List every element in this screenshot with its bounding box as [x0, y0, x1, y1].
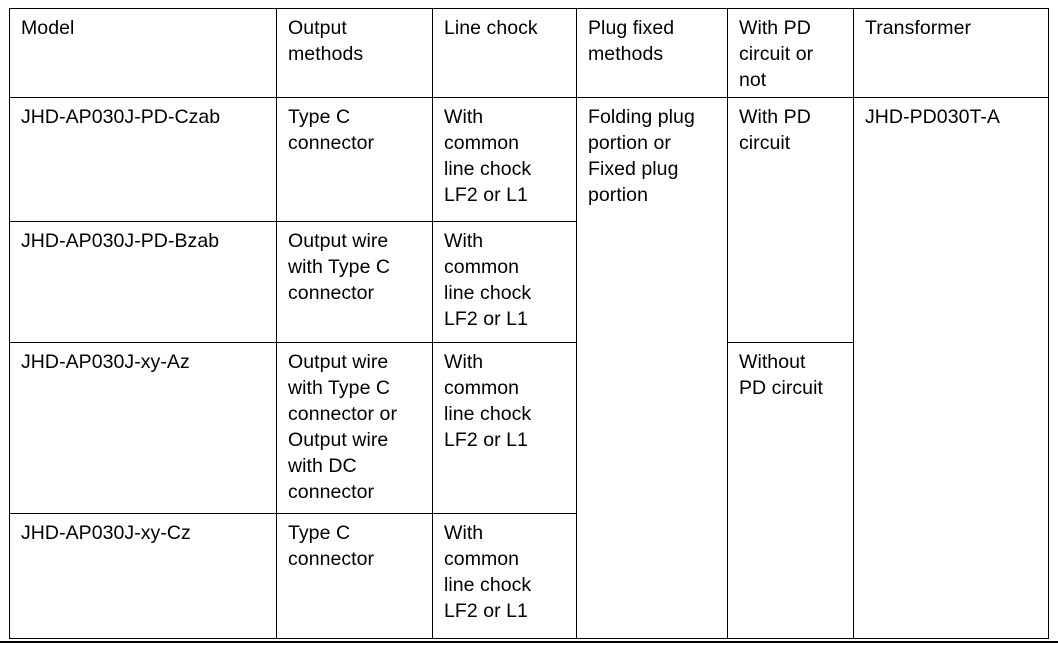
value-model: JHD-AP030J-xy-Az [21, 351, 190, 373]
value-output-methods: Type C connector [288, 106, 375, 154]
value-line-chock: With common line chock LF2 or L1 [444, 230, 532, 330]
value-pd-circuit-with: With PD circuit [739, 106, 811, 154]
header-cell-line-chock: Line chock [432, 8, 577, 98]
value-model: JHD-AP030J-PD-Bzab [21, 230, 220, 252]
header-label-output-methods: Output methods [288, 17, 364, 65]
header-cell-output-methods: Output methods [276, 8, 433, 98]
model-specification-table: Model Output methods Line chock Plug fix… [9, 8, 1049, 639]
cell-pd-circuit-with-merged: With PD circuit [727, 97, 854, 343]
cell-output-methods: Type C connector [276, 513, 433, 639]
table-row: JHD-AP030J-PD-Czab Type C connector With… [9, 97, 1049, 639]
cell-output-methods: Output wire with Type C connector or Out… [276, 342, 433, 514]
value-model: JHD-AP030J-PD-Czab [21, 106, 221, 128]
cell-model: JHD-AP030J-PD-Bzab [9, 221, 277, 343]
cell-pd-circuit-without-merged: Without PD circuit [727, 342, 854, 639]
table-header-row: Model Output methods Line chock Plug fix… [9, 8, 1049, 98]
cell-line-chock: With common line chock LF2 or L1 [432, 97, 577, 222]
value-line-chock: With common line chock LF2 or L1 [444, 522, 532, 622]
value-pd-circuit-without: Without PD circuit [739, 351, 823, 399]
cell-model: JHD-AP030J-PD-Czab [9, 97, 277, 222]
value-line-chock: With common line chock LF2 or L1 [444, 106, 532, 206]
header-label-model: Model [21, 17, 75, 39]
header-label-plug-fixed-methods: Plug fixed methods [588, 17, 675, 65]
cell-line-chock: With common line chock LF2 or L1 [432, 221, 577, 343]
cell-line-chock: With common line chock LF2 or L1 [432, 342, 577, 514]
cell-transformer-merged: JHD-PD030T-A [853, 97, 1049, 639]
header-label-pd-circuit: With PD circuit or not [739, 17, 814, 91]
value-model: JHD-AP030J-xy-Cz [21, 522, 191, 544]
value-line-chock: With common line chock LF2 or L1 [444, 351, 532, 451]
cell-line-chock: With common line chock LF2 or L1 [432, 513, 577, 639]
cell-output-methods: Output wire with Type C connector [276, 221, 433, 343]
spec-table-container: Model Output methods Line chock Plug fix… [9, 8, 1049, 639]
header-cell-pd-circuit: With PD circuit or not [727, 8, 854, 98]
cell-plug-fixed-methods-merged: Folding plug portion or Fixed plug porti… [576, 97, 728, 639]
value-output-methods: Output wire with Type C connector or Out… [288, 351, 397, 503]
table-row: JHD-AP030J-PD-Bzab Output wire with Type… [9, 221, 1049, 343]
value-plug-fixed-methods: Folding plug portion or Fixed plug porti… [588, 106, 695, 206]
cell-model: JHD-AP030J-xy-Cz [9, 513, 277, 639]
value-output-methods: Output wire with Type C connector [288, 230, 391, 304]
cell-model: JHD-AP030J-xy-Az [9, 342, 277, 514]
header-label-line-chock: Line chock [444, 17, 538, 39]
table-row: JHD-AP030J-xy-Cz Type C connector With c… [9, 513, 1049, 639]
table-row: JHD-AP030J-xy-Az Output wire with Type C… [9, 342, 1049, 639]
value-transformer: JHD-PD030T-A [865, 106, 1000, 128]
header-cell-model: Model [9, 8, 277, 98]
page-bottom-rule [0, 641, 1058, 643]
cell-output-methods: Type C connector [276, 97, 433, 222]
value-output-methods: Type C connector [288, 522, 375, 570]
header-label-transformer: Transformer [865, 17, 972, 39]
header-cell-plug-fixed-methods: Plug fixed methods [576, 8, 728, 98]
header-cell-transformer: Transformer [853, 8, 1049, 98]
